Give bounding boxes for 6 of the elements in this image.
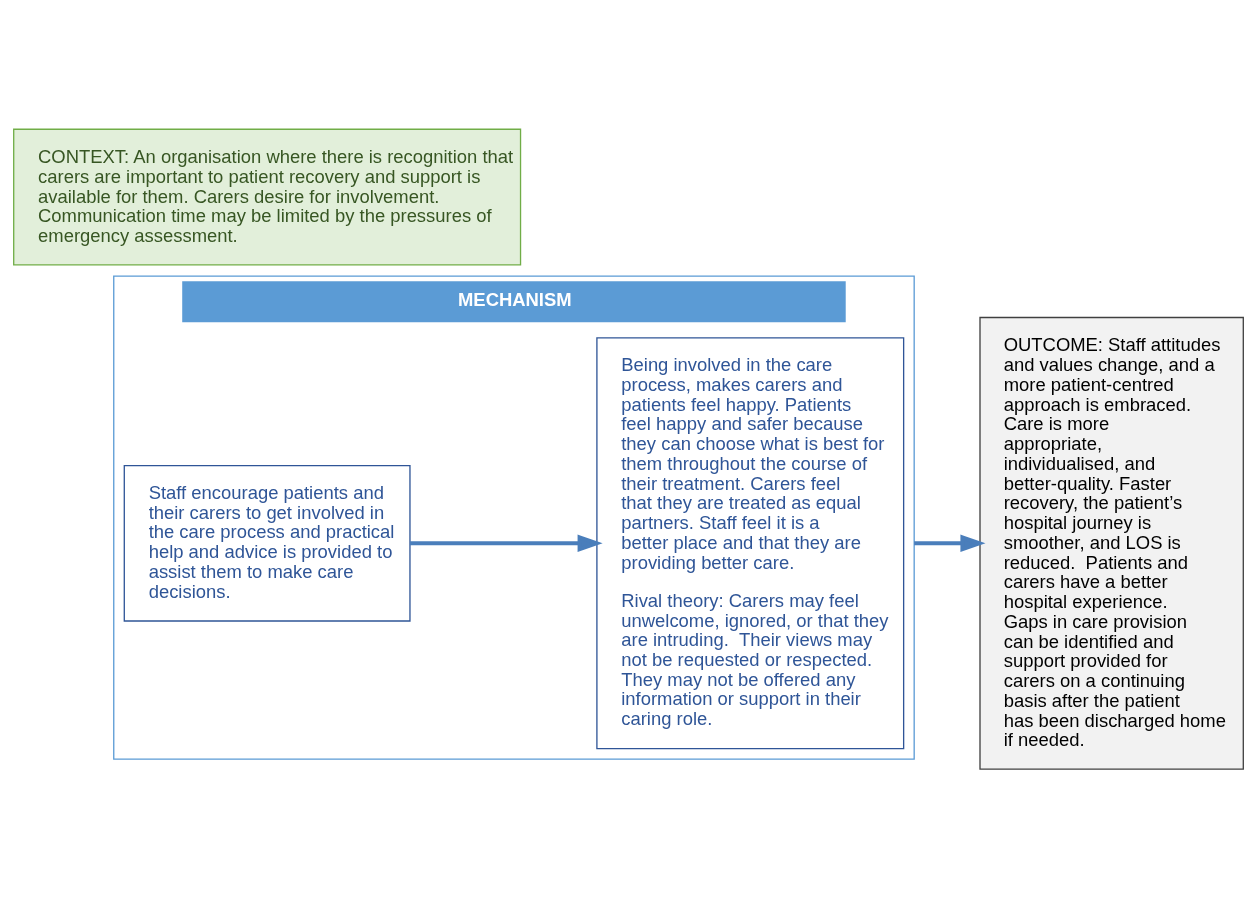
node-box: OUTCOME: Staff attitudes and values change, and a more patient-centred approach is embraced. Care is more appropriate, individualised, and better-quality. Faster recovery, the patient’s hospital journey is smoother, and LOS is reduced. Patients and carers have a better hospital experience. Gaps in care provision can be identified and support provided for carers on a continuing basis after the patient has been discharged home if needed. bbox=[979, 316, 1244, 770]
arrow bbox=[410, 534, 603, 552]
node-box: Being involved in the care process, makes carers and patients feel happy. Patients feel happy and safer because they can choose what is best for them throughout the course of their treatment. Carers feel that they are treated as equal partners. Staff feel it is a better place and that they are providing better care. Rival theory: Carers may feel unwelcome, ignored, or that they are intruding. Their views may not be requested or respected. They may not be offered any information or support in their caring role. bbox=[596, 336, 905, 749]
node-box: CONTEXT: An organisation where there is recognition that carers are important to patient recovery and support is available for them. Carers desire for involvement. Communication time may be limited by the pressures of emergency assessment. bbox=[13, 128, 522, 266]
arrow bbox=[914, 534, 986, 552]
node-box: Staff encourage patients and their carers to get involved in the care process and practical help and advice is provided to assist them to make care decisions. bbox=[123, 464, 411, 622]
